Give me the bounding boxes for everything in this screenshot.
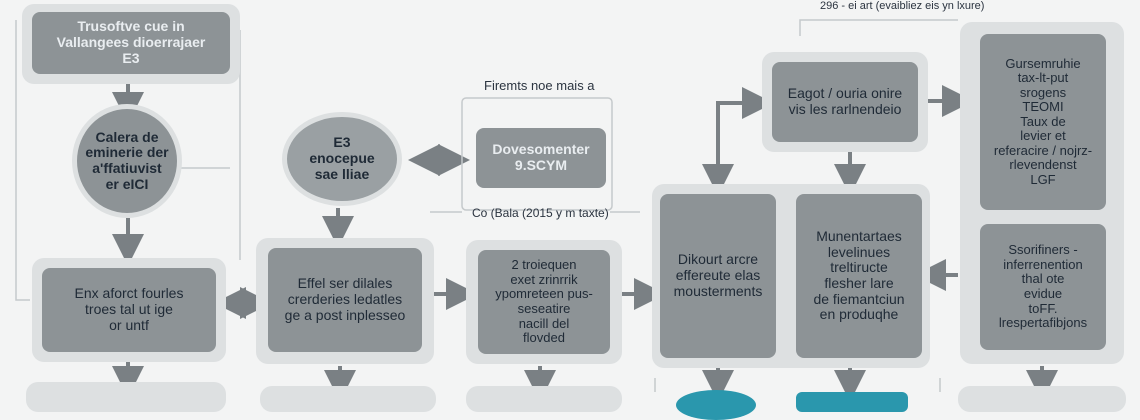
bottom-teal-box [796, 392, 908, 412]
mid-top-node[interactable]: Dovesomenter 9.SCYM [476, 128, 606, 188]
mid-center-node[interactable]: 2 troiequen exet zrinrrik ypomreteen pus… [478, 250, 610, 354]
top-note-label: 296 - ei art (evaibliez eis yn lxure) [820, 0, 985, 12]
bottom-frame-4 [958, 386, 1126, 412]
connectors-layer [15, 19, 1058, 400]
far-right-bottom-node[interactable]: Ssorifiners - inferrenention thal ote ev… [980, 224, 1106, 350]
outline-line [799, 19, 958, 36]
bottom-teal-circle [676, 390, 756, 420]
outline-line [461, 97, 613, 211]
mid-frame-caption: Co (Bala (2015 y m taxte) [472, 206, 609, 220]
top-right-node[interactable]: Eagot / ouria onire vis les rarlnendeio [772, 62, 918, 142]
bottom-frame-3 [466, 386, 622, 412]
center-right-left-node[interactable]: Dikourt arcre effereute elas mousterment… [660, 194, 776, 358]
top-left-node[interactable]: Trusoftve cue in Vallangees dioerrajaer … [32, 12, 230, 74]
connector [716, 87, 774, 182]
bottom-frame-1 [26, 382, 226, 412]
outline-line [15, 20, 30, 301]
left-circle-node[interactable]: Calera de eminerie der a'ffatiuvist er e… [72, 104, 182, 218]
far-right-top-node[interactable]: Gursemruhie tax-lt-put srogens TEOMI Tau… [980, 34, 1106, 210]
mid-frame-title: Firemts noe mais a [484, 78, 595, 93]
left-mid-node[interactable]: Enx aforct fourles troes tal ut ige or u… [42, 268, 216, 352]
mid-left-node[interactable]: Effel ser dilales crerderies ledatles ge… [268, 248, 422, 352]
middle-circle-node[interactable]: E3 enocepue sae lliae [282, 112, 402, 206]
center-right-right-node[interactable]: Munentartaes levelinues treltiructe fles… [796, 194, 922, 358]
bottom-frame-2 [260, 386, 436, 412]
